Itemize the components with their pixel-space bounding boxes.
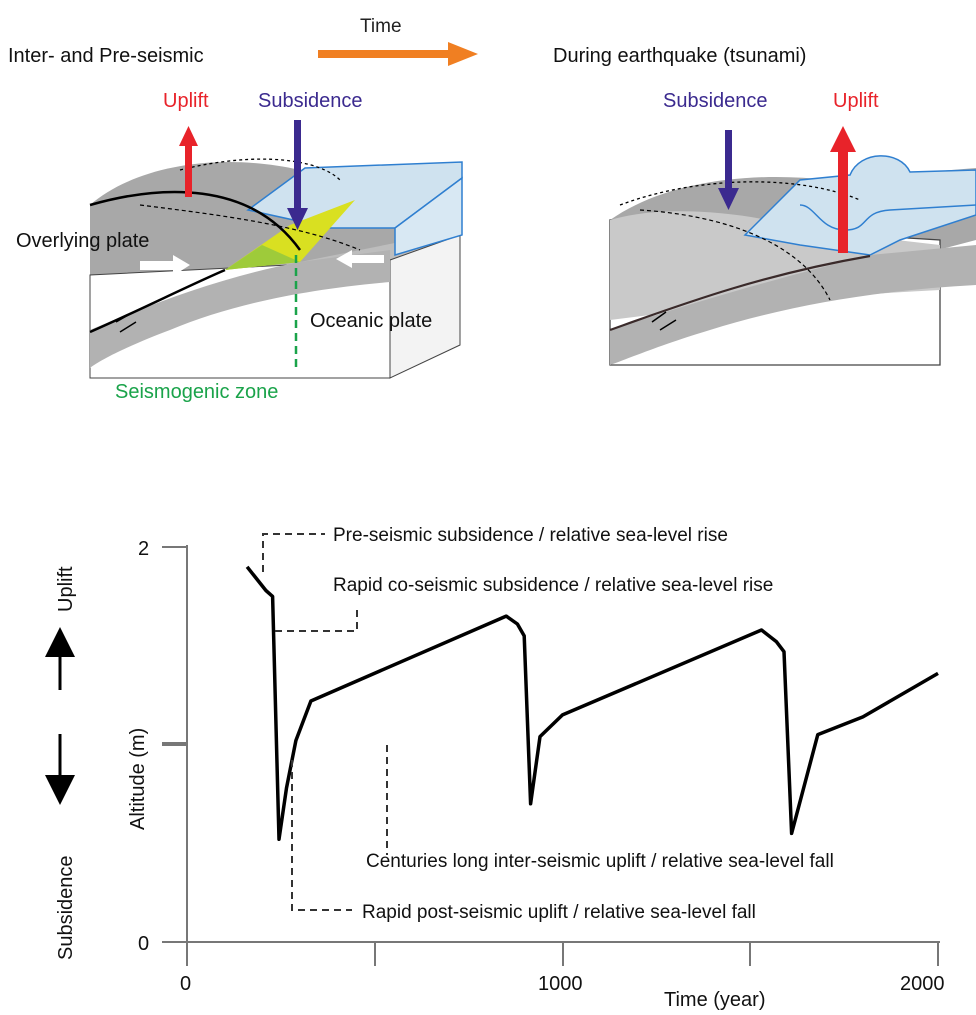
surface-profile-right [619, 181, 861, 206]
annotation-inter-seismic: Centuries long inter-seismic uplift / re… [366, 851, 834, 872]
phase-label-inter-pre-seismic: Inter- and Pre-seismic [8, 45, 204, 67]
convergence-arrow-right-icon [140, 255, 190, 276]
label-seismogenic-zone: Seismogenic zone [115, 381, 278, 403]
label-subsidence-right: Subsidence [663, 90, 768, 112]
uplift-arrow-left [179, 126, 198, 197]
fault-line-right [609, 254, 871, 332]
dashed-fault-left [139, 204, 361, 251]
side-label-uplift: Uplift [55, 566, 77, 612]
subsidence-arrow-left [287, 120, 308, 230]
time-label: Time [360, 16, 402, 37]
surface-profile-left [89, 190, 302, 251]
annotation-co-seismic: Rapid co-seismic subsidence / relative s… [333, 575, 773, 596]
leader-pre-seismic [262, 533, 325, 572]
y-axis-label: Altitude (m) [127, 728, 149, 830]
label-uplift-left: Uplift [163, 90, 209, 112]
dashed-fault-right [639, 209, 831, 301]
subsidence-arrow-right [718, 130, 739, 210]
x-tick-label-2000: 2000 [900, 973, 945, 995]
x-tick-label-1000: 1000 [538, 973, 583, 995]
phase-label-during-earthquake: During earthquake (tsunami) [553, 45, 806, 67]
seismogenic-wedge-dark-left [225, 245, 300, 270]
x-axis-label: Time (year) [664, 989, 765, 1011]
subducting-slab-left [90, 250, 390, 368]
y-tick-label-0: 0 [138, 933, 149, 955]
dotted-profile-left [179, 158, 341, 181]
label-subsidence-left: Subsidence [258, 90, 363, 112]
left-block-diagram: Uplift Subsidence Overlying plate Oceani… [16, 90, 463, 403]
annotation-post-seismic: Rapid post-seismic uplift / relative sea… [362, 902, 756, 923]
side-face-left [389, 234, 461, 379]
time-arrow [318, 42, 478, 66]
y-tick-label-2: 2 [138, 538, 149, 560]
slip-arrow-right [651, 311, 677, 331]
label-oceanic-plate: Oceanic plate [310, 310, 432, 332]
label-uplift-right: Uplift [833, 90, 879, 112]
altitude-series-line [245, 565, 939, 842]
annotation-pre-seismic: Pre-seismic subsidence / relative sea-le… [333, 525, 728, 546]
fault-line-left [89, 268, 226, 334]
side-label-subsidence: Subsidence [55, 855, 77, 960]
leader-post-seismic [291, 760, 352, 911]
altitude-chart: 2 0 0 1000 2000 Time (year) Altitude (m)… [45, 525, 945, 1011]
slip-arrow-left [115, 313, 137, 333]
convergence-arrow-left-icon [336, 250, 384, 268]
subducting-slab-right [610, 245, 976, 365]
right-block-diagram: Subsidence Uplift [609, 90, 976, 366]
ocean-side-left [394, 176, 463, 257]
ocean-box-right [743, 155, 976, 256]
leader-co-seismic [275, 605, 358, 632]
label-overlying-plate: Overlying plate [16, 230, 149, 252]
uplift-arrow-right [830, 126, 856, 253]
x-tick-label-0: 0 [180, 973, 191, 995]
